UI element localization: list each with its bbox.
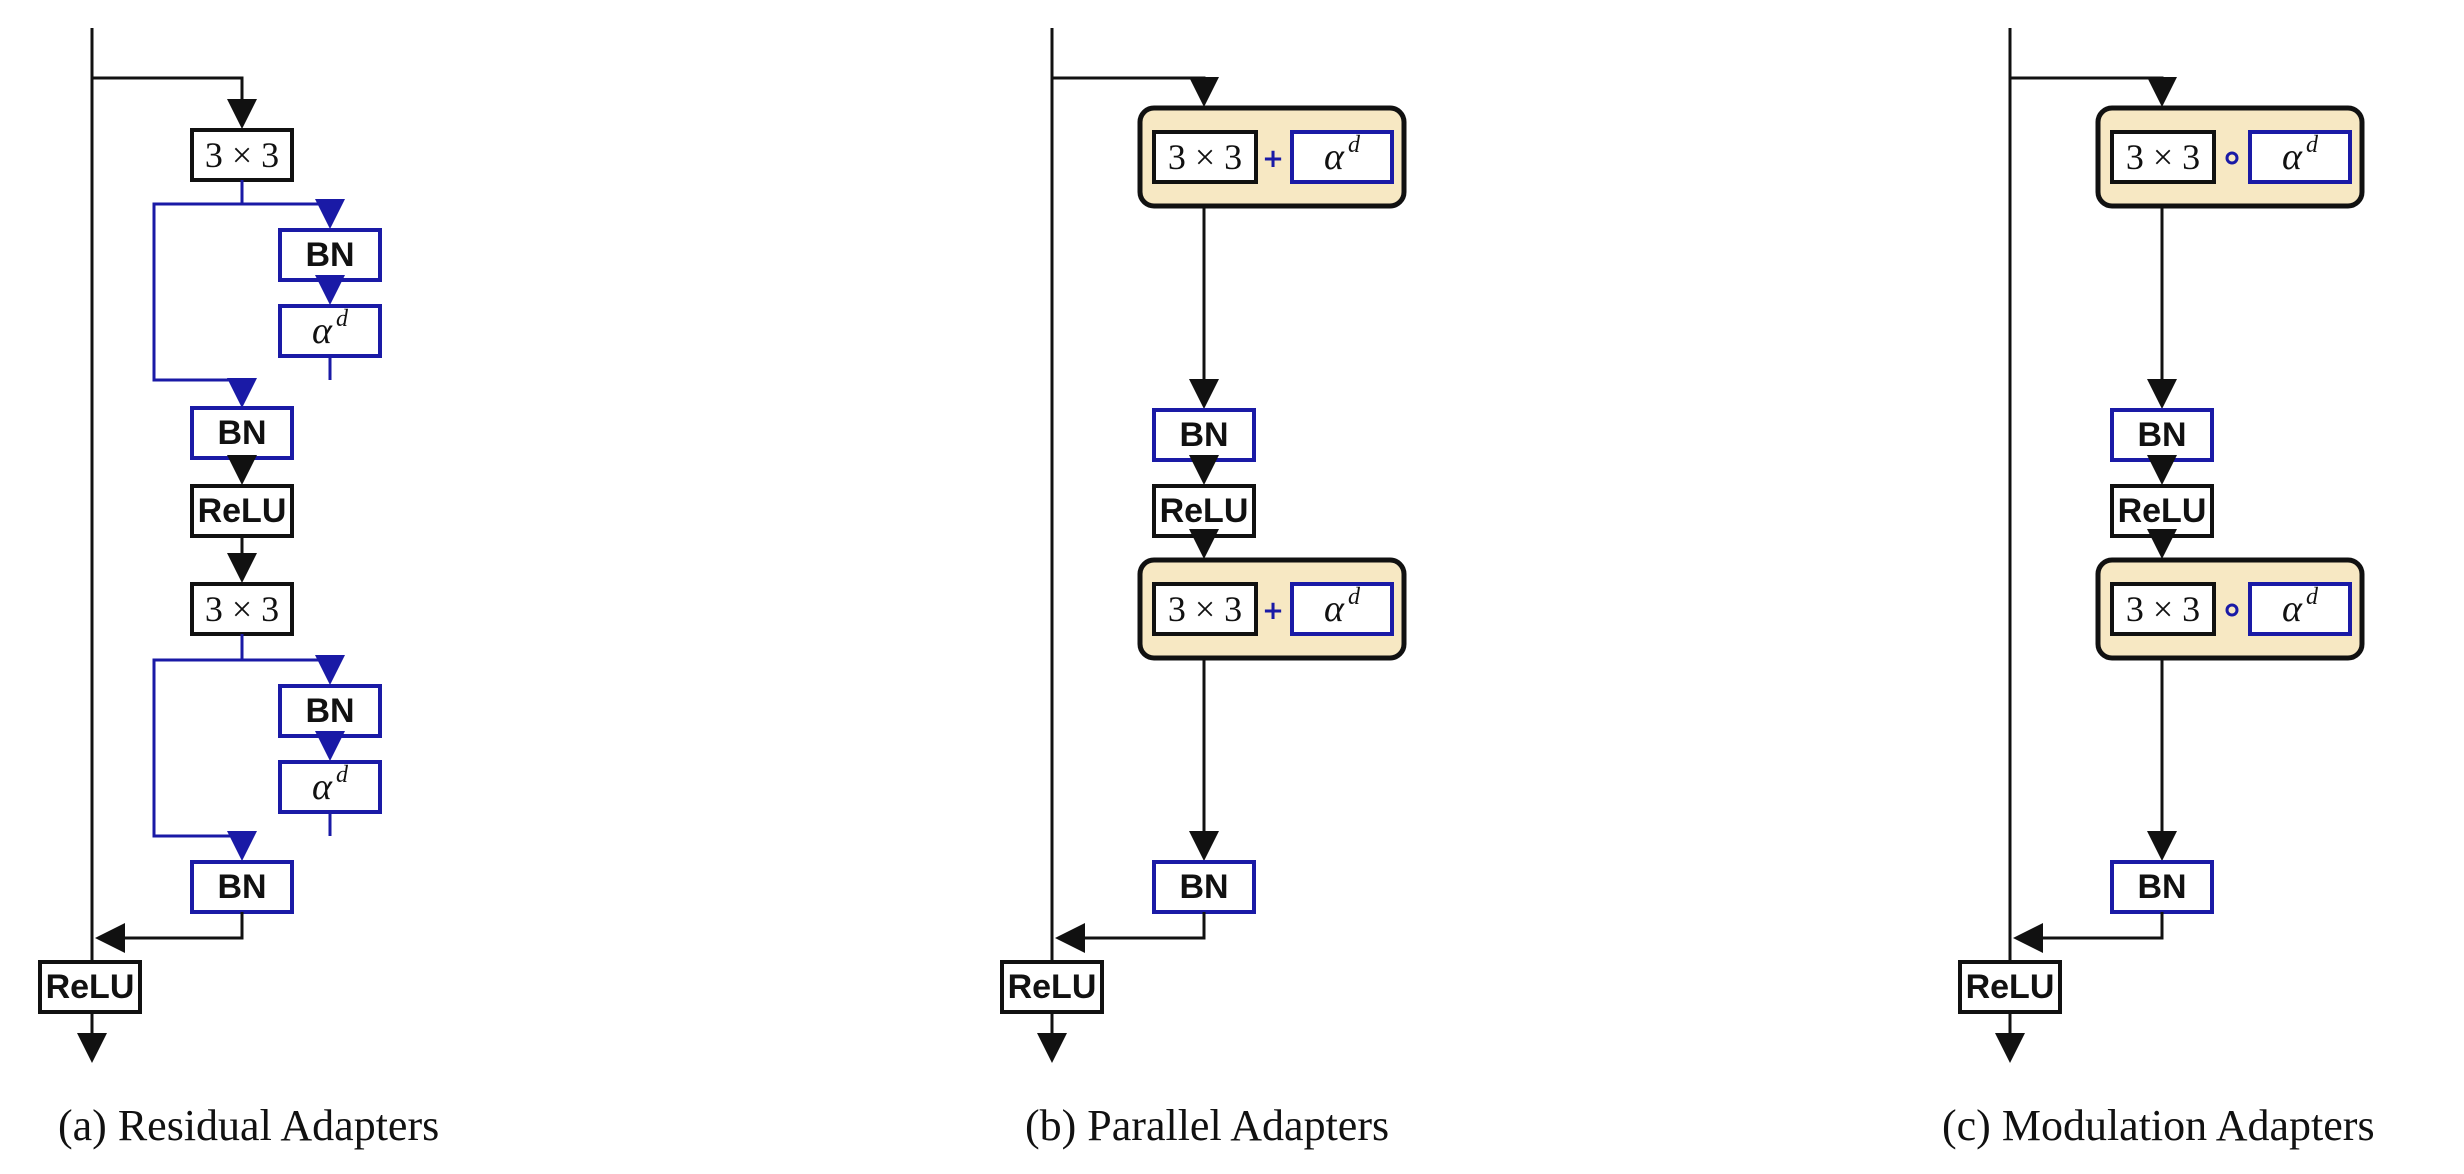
caption-modulation: (c) Modulation Adapters	[1942, 1101, 2375, 1150]
relu-label: ReLU	[1008, 968, 1097, 1006]
parallel-adapters-diagram: 3 × 3 + α d BN ReLU 3 × 3 + α d	[1000, 28, 1407, 1063]
parallel-bn-2: BN	[1152, 860, 1256, 914]
relu-label: ReLU	[1160, 492, 1249, 530]
plus-icon: +	[1262, 144, 1284, 174]
caption-parallel: (b) Parallel Adapters	[1025, 1101, 1389, 1150]
conv-label: 3 × 3	[2126, 137, 2200, 177]
alpha-label: α	[312, 766, 333, 808]
residual-conv-2: 3 × 3	[190, 582, 294, 636]
alpha-label: α	[312, 310, 333, 352]
parallel-group-2: 3 × 3 + α d	[1137, 557, 1407, 661]
parallel-group-1: 3 × 3 + α d	[1137, 105, 1407, 209]
modulation-bn-2: BN	[2110, 860, 2214, 914]
relu-label: ReLU	[2118, 492, 2207, 530]
modulation-group-1: 3 × 3 α d	[2095, 105, 2365, 209]
alpha-sup: d	[1348, 584, 1361, 610]
parallel-bn-1: BN	[1152, 408, 1256, 462]
bn-label: BN	[1179, 416, 1228, 454]
relu-label: ReLU	[1966, 968, 2055, 1006]
bn-label: BN	[217, 868, 266, 906]
bn-label: BN	[1179, 868, 1228, 906]
circ-icon	[2225, 603, 2239, 617]
conv-label: 3 × 3	[2126, 589, 2200, 629]
residual-relu-inner: ReLU	[190, 484, 294, 538]
conv-label: 3 × 3	[205, 589, 279, 629]
residual-alpha-2: α d	[278, 760, 382, 814]
parallel-relu-out: ReLU	[1000, 960, 1104, 1014]
residual-bn-branch-2: BN	[278, 684, 382, 738]
bn-label: BN	[305, 236, 354, 274]
relu-label: ReLU	[198, 492, 287, 530]
residual-conv-1: 3 × 3	[190, 128, 294, 182]
residual-adapters-diagram: 3 × 3 BN α d BN ReLU 3 × 3	[38, 28, 382, 1063]
alpha-sup: d	[1348, 132, 1361, 158]
parallel-relu-inner: ReLU	[1152, 484, 1256, 538]
residual-bn-main-2: BN	[190, 860, 294, 914]
alpha-label: α	[2282, 588, 2303, 630]
residual-alpha-1: α d	[278, 304, 382, 358]
bn-label: BN	[2137, 868, 2186, 906]
caption-residual: (a) Residual Adapters	[58, 1101, 439, 1150]
modulation-group-2: 3 × 3 α d	[2095, 557, 2365, 661]
conv-label: 3 × 3	[1168, 589, 1242, 629]
alpha-label: α	[1324, 588, 1345, 630]
conv-label: 3 × 3	[205, 135, 279, 175]
alpha-sup: d	[336, 306, 349, 332]
modulation-relu-out: ReLU	[1958, 960, 2062, 1014]
conv-label: 3 × 3	[1168, 137, 1242, 177]
bn-label: BN	[2137, 416, 2186, 454]
alpha-sup: d	[2306, 132, 2319, 158]
residual-bn-main-1: BN	[190, 406, 294, 460]
alpha-sup: d	[336, 762, 349, 788]
bn-label: BN	[217, 414, 266, 452]
residual-relu-out: ReLU	[38, 960, 142, 1014]
alpha-label: α	[1324, 136, 1345, 178]
bn-label: BN	[305, 692, 354, 730]
plus-icon: +	[1262, 596, 1284, 626]
modulation-relu-inner: ReLU	[2110, 484, 2214, 538]
alpha-sup: d	[2306, 584, 2319, 610]
relu-label: ReLU	[46, 968, 135, 1006]
modulation-bn-1: BN	[2110, 408, 2214, 462]
alpha-label: α	[2282, 136, 2303, 178]
modulation-adapters-diagram: 3 × 3 α d BN ReLU 3 × 3 α d	[1958, 28, 2365, 1063]
residual-bn-branch-1: BN	[278, 228, 382, 282]
circ-icon	[2225, 151, 2239, 165]
